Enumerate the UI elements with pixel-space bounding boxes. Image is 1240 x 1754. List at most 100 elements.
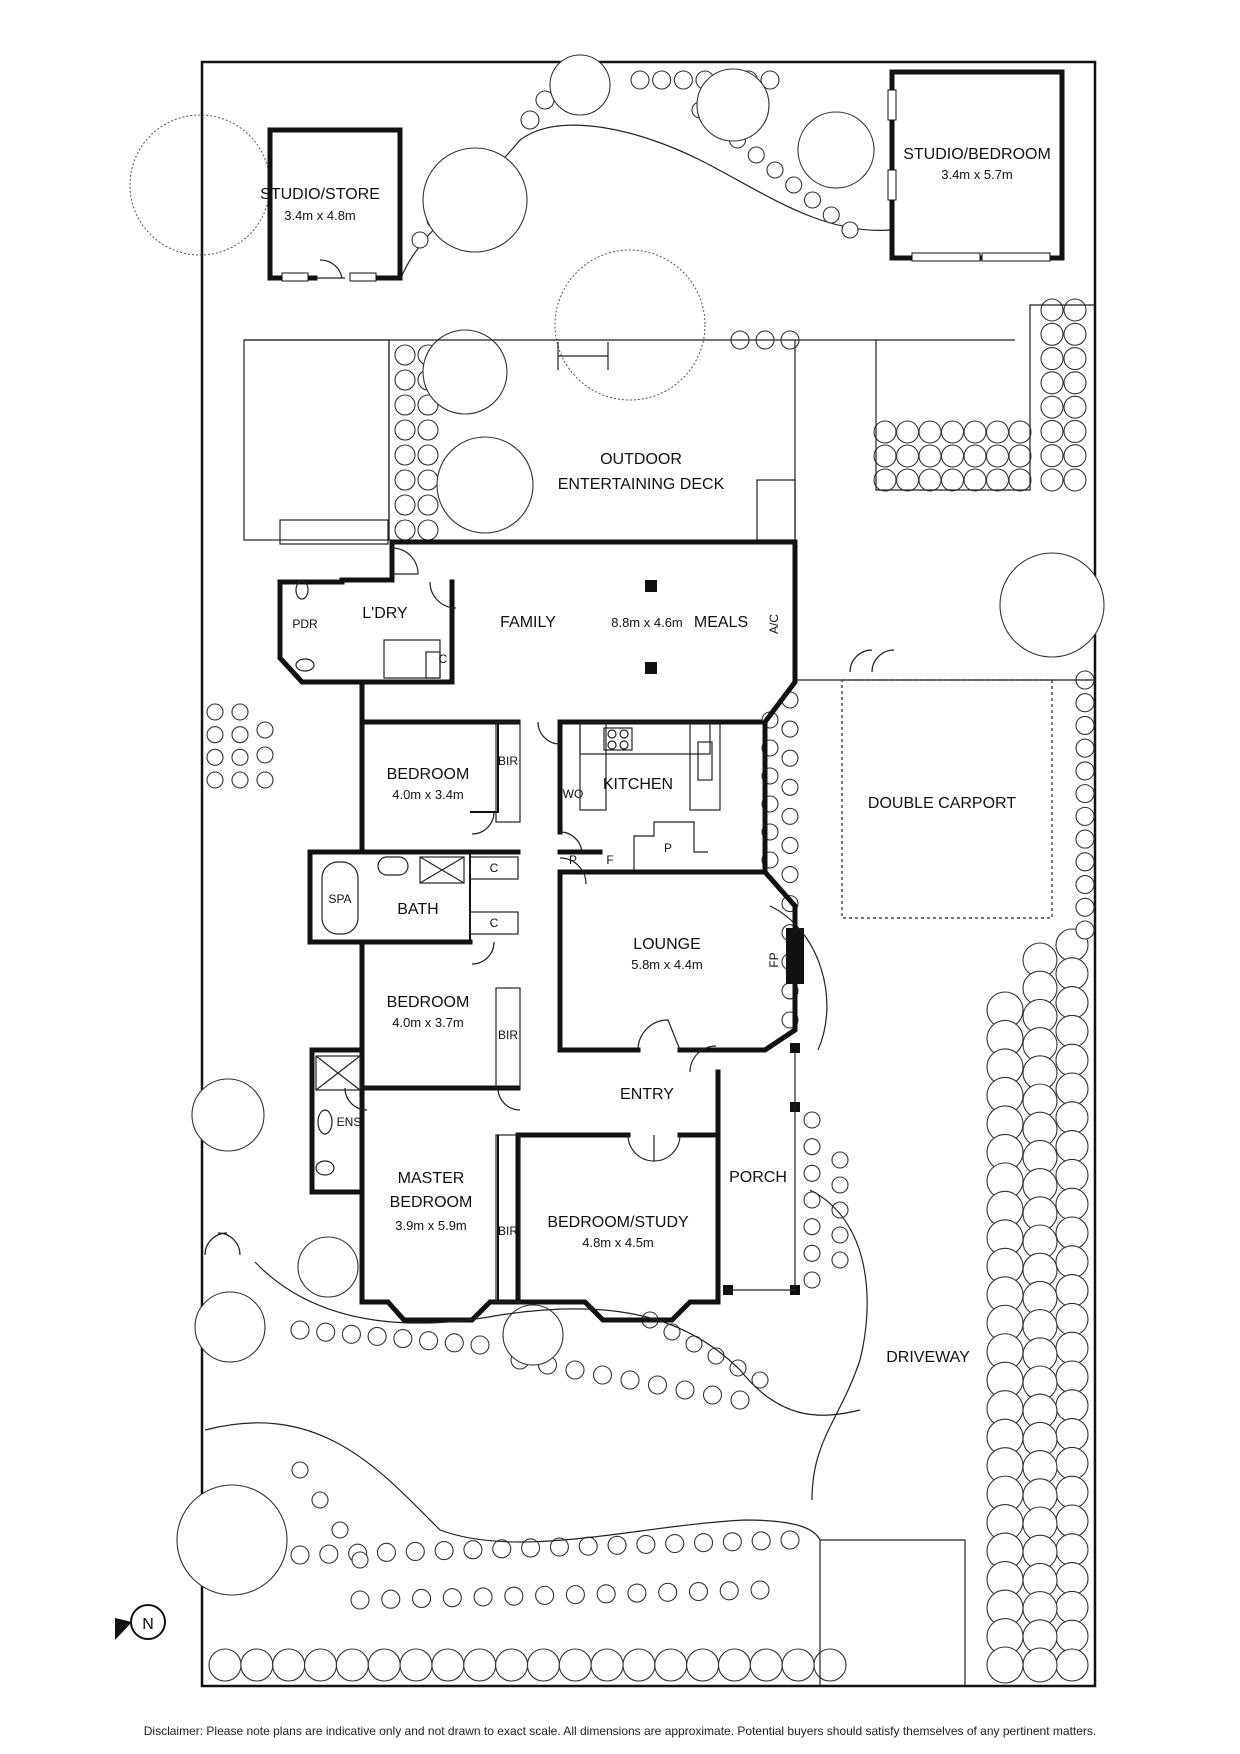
bedroom-study-dims: 4.8m x 4.5m	[582, 1235, 654, 1250]
shrub	[1055, 1446, 1089, 1480]
shrub	[256, 721, 274, 739]
pantry-2-label: P	[664, 841, 672, 855]
ac-label: A/C	[767, 614, 781, 634]
double-carport-label: DOUBLE CARPORT	[868, 795, 1016, 812]
shrub	[351, 1551, 369, 1569]
shrub	[394, 444, 416, 466]
shrub	[394, 419, 416, 441]
shrub	[367, 1326, 387, 1346]
fridge-label: F	[606, 853, 613, 867]
shrub	[1063, 347, 1087, 371]
shrub	[394, 519, 416, 541]
shrub	[702, 1385, 723, 1405]
shrub	[1055, 1562, 1089, 1596]
shrub	[803, 191, 822, 209]
shrub	[1055, 1101, 1089, 1135]
studio-store-label: STUDIO/STORE	[260, 186, 380, 203]
shrub	[1055, 957, 1089, 991]
fixtures	[295, 580, 721, 1303]
shrub	[780, 1530, 800, 1550]
property-boundary	[200, 60, 1097, 1688]
shrub	[747, 146, 765, 164]
shrub	[316, 1322, 336, 1342]
shrub	[1055, 1475, 1089, 1509]
garden-trees	[129, 114, 706, 401]
shrub	[986, 1646, 1024, 1684]
shrub	[419, 1331, 439, 1351]
shrub	[918, 444, 942, 468]
shrub	[673, 70, 693, 90]
shrub	[417, 419, 439, 441]
shrub	[665, 1533, 685, 1554]
bir-3-label: BIR	[498, 1224, 518, 1238]
master-bedroom-label-2: BEDROOM	[390, 1194, 473, 1211]
house-walls	[277, 539, 804, 1323]
bedroom-2-label: BEDROOM	[387, 994, 470, 1011]
shrub	[376, 1542, 397, 1562]
shrub	[1055, 1245, 1089, 1279]
shrub	[1055, 1533, 1089, 1567]
doors	[204, 547, 895, 1256]
shrub	[688, 1581, 709, 1602]
shrub	[492, 1539, 512, 1559]
shrub	[803, 1218, 821, 1236]
shrub	[1055, 1274, 1089, 1308]
shrub	[1055, 1648, 1089, 1682]
shrub	[311, 1491, 329, 1509]
shrub	[717, 1648, 752, 1682]
shrub	[940, 420, 965, 444]
shrub	[803, 1191, 821, 1209]
shrub	[1063, 468, 1087, 492]
shrub	[1040, 468, 1064, 492]
shrub	[1055, 1187, 1089, 1221]
shrub	[206, 771, 224, 789]
shrub	[707, 1347, 725, 1365]
shrub	[1055, 1389, 1089, 1423]
shrub	[381, 1589, 401, 1609]
shrub	[940, 468, 965, 492]
shrub	[963, 468, 987, 492]
shrub	[831, 1251, 849, 1269]
laundry-cupboard-label: C	[439, 652, 448, 666]
shrub	[549, 1537, 569, 1557]
shrub	[831, 1201, 849, 1219]
entry-label: ENTRY	[620, 1086, 674, 1103]
shrub	[1040, 298, 1064, 322]
shrub	[1040, 395, 1064, 419]
shrub	[1055, 1504, 1089, 1538]
shrub	[1075, 693, 1095, 713]
lounge-dims: 5.8m x 4.4m	[631, 957, 703, 972]
shrub	[417, 519, 439, 541]
shrub	[686, 1648, 720, 1682]
shrub	[1008, 444, 1032, 468]
shrub	[1008, 468, 1032, 492]
shrub	[590, 1648, 624, 1682]
pantry-1-label: P	[569, 853, 577, 867]
shrub	[291, 1461, 309, 1479]
shrub	[1055, 1619, 1089, 1653]
carport-driveway	[204, 679, 1095, 1686]
shrub	[303, 1648, 338, 1682]
shrub	[1063, 371, 1087, 395]
shrub	[208, 1648, 242, 1682]
shrub	[1040, 419, 1064, 443]
shrub	[290, 1320, 310, 1340]
shrub	[1075, 784, 1095, 804]
shrub	[417, 494, 439, 516]
shrub	[1075, 715, 1095, 736]
shrub	[411, 231, 429, 249]
shrub	[1075, 829, 1095, 849]
outdoor-paving	[243, 304, 1095, 545]
shrub	[1063, 322, 1087, 346]
shrub	[1055, 1216, 1089, 1250]
shrub	[331, 1521, 349, 1539]
shrub	[822, 206, 840, 224]
shrub	[341, 1324, 361, 1344]
meals-label: MEALS	[694, 614, 748, 631]
shrub	[473, 1587, 493, 1607]
shrub	[1055, 1072, 1089, 1106]
shrub	[918, 468, 942, 492]
family-label: FAMILY	[500, 614, 556, 631]
shrub	[231, 726, 249, 744]
linen-1-label: C	[490, 861, 499, 875]
